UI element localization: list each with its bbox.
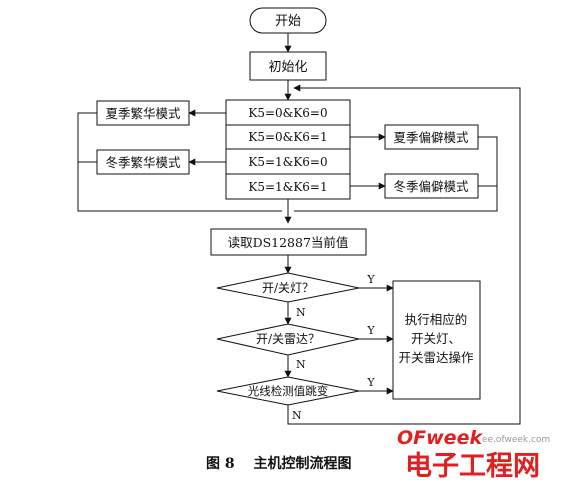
ofweek-watermark: OFweek ee.ofweek.com 电子工程网: [397, 427, 550, 482]
read-clock-label: 读取DS12887当前值: [228, 235, 349, 250]
no-label: N: [292, 409, 302, 422]
no-label: N: [296, 306, 306, 319]
winter-busy-mode-label: 冬季繁华模式: [105, 155, 181, 170]
condition-table: K5=0&K6=0 K5=0&K6=1 K5=1&K6=0 K5=1&K6=1: [225, 99, 351, 200]
connector-lines: [77, 33, 521, 425]
decision-light: [216, 272, 360, 303]
decision-light-label: 开/关灯？: [262, 281, 314, 295]
action-line-2: 开关灯、: [411, 331, 461, 346]
summer-busy-mode-label: 夏季繁华模式: [105, 106, 181, 121]
start-label: 开始: [275, 14, 301, 29]
winter-remote-mode-label: 冬季偏僻模式: [393, 179, 469, 194]
summer-busy-mode-box: [96, 100, 190, 126]
yes-label: Y: [366, 376, 375, 389]
watermark-name: 电子工程网: [405, 451, 540, 482]
yes-label: Y: [366, 273, 375, 286]
action-box: [392, 280, 481, 400]
figure-caption: 图 8 主机控制流程图: [206, 455, 352, 472]
watermark-logo: OFweek: [397, 427, 483, 449]
watermark-site: ee.ofweek.com: [482, 435, 550, 445]
arrow-loop-back: [287, 84, 521, 425]
condition-1: K5=0&K6=0: [248, 106, 327, 120]
winter-remote-mode-box: [384, 173, 479, 199]
action-line-3: 开关雷达操作: [398, 350, 474, 365]
summer-remote-mode-label: 夏季偏僻模式: [393, 130, 469, 145]
decision-radar: [216, 323, 360, 356]
yes-label: Y: [366, 324, 375, 337]
init-label: 初始化: [268, 60, 307, 75]
condition-4: K5=1&K6=1: [248, 180, 327, 194]
start-terminal: [249, 7, 327, 34]
line-summer-remote-return: [294, 136, 498, 212]
decision-light-sensor-label: 光线检测值跳变: [248, 384, 329, 398]
winter-busy-mode-box: [96, 149, 190, 175]
init-box: [249, 51, 327, 81]
condition-2: K5=0&K6=1: [248, 130, 327, 144]
decision-light-sensor: [216, 376, 360, 406]
read-clock-box: [210, 228, 367, 256]
summer-remote-mode-box: [384, 124, 479, 150]
condition-3: K5=1&K6=0: [248, 155, 327, 169]
no-label: N: [296, 358, 306, 371]
decision-radar-label: 开/关雷达？: [256, 332, 320, 346]
action-line-1: 执行相应的: [405, 312, 468, 327]
